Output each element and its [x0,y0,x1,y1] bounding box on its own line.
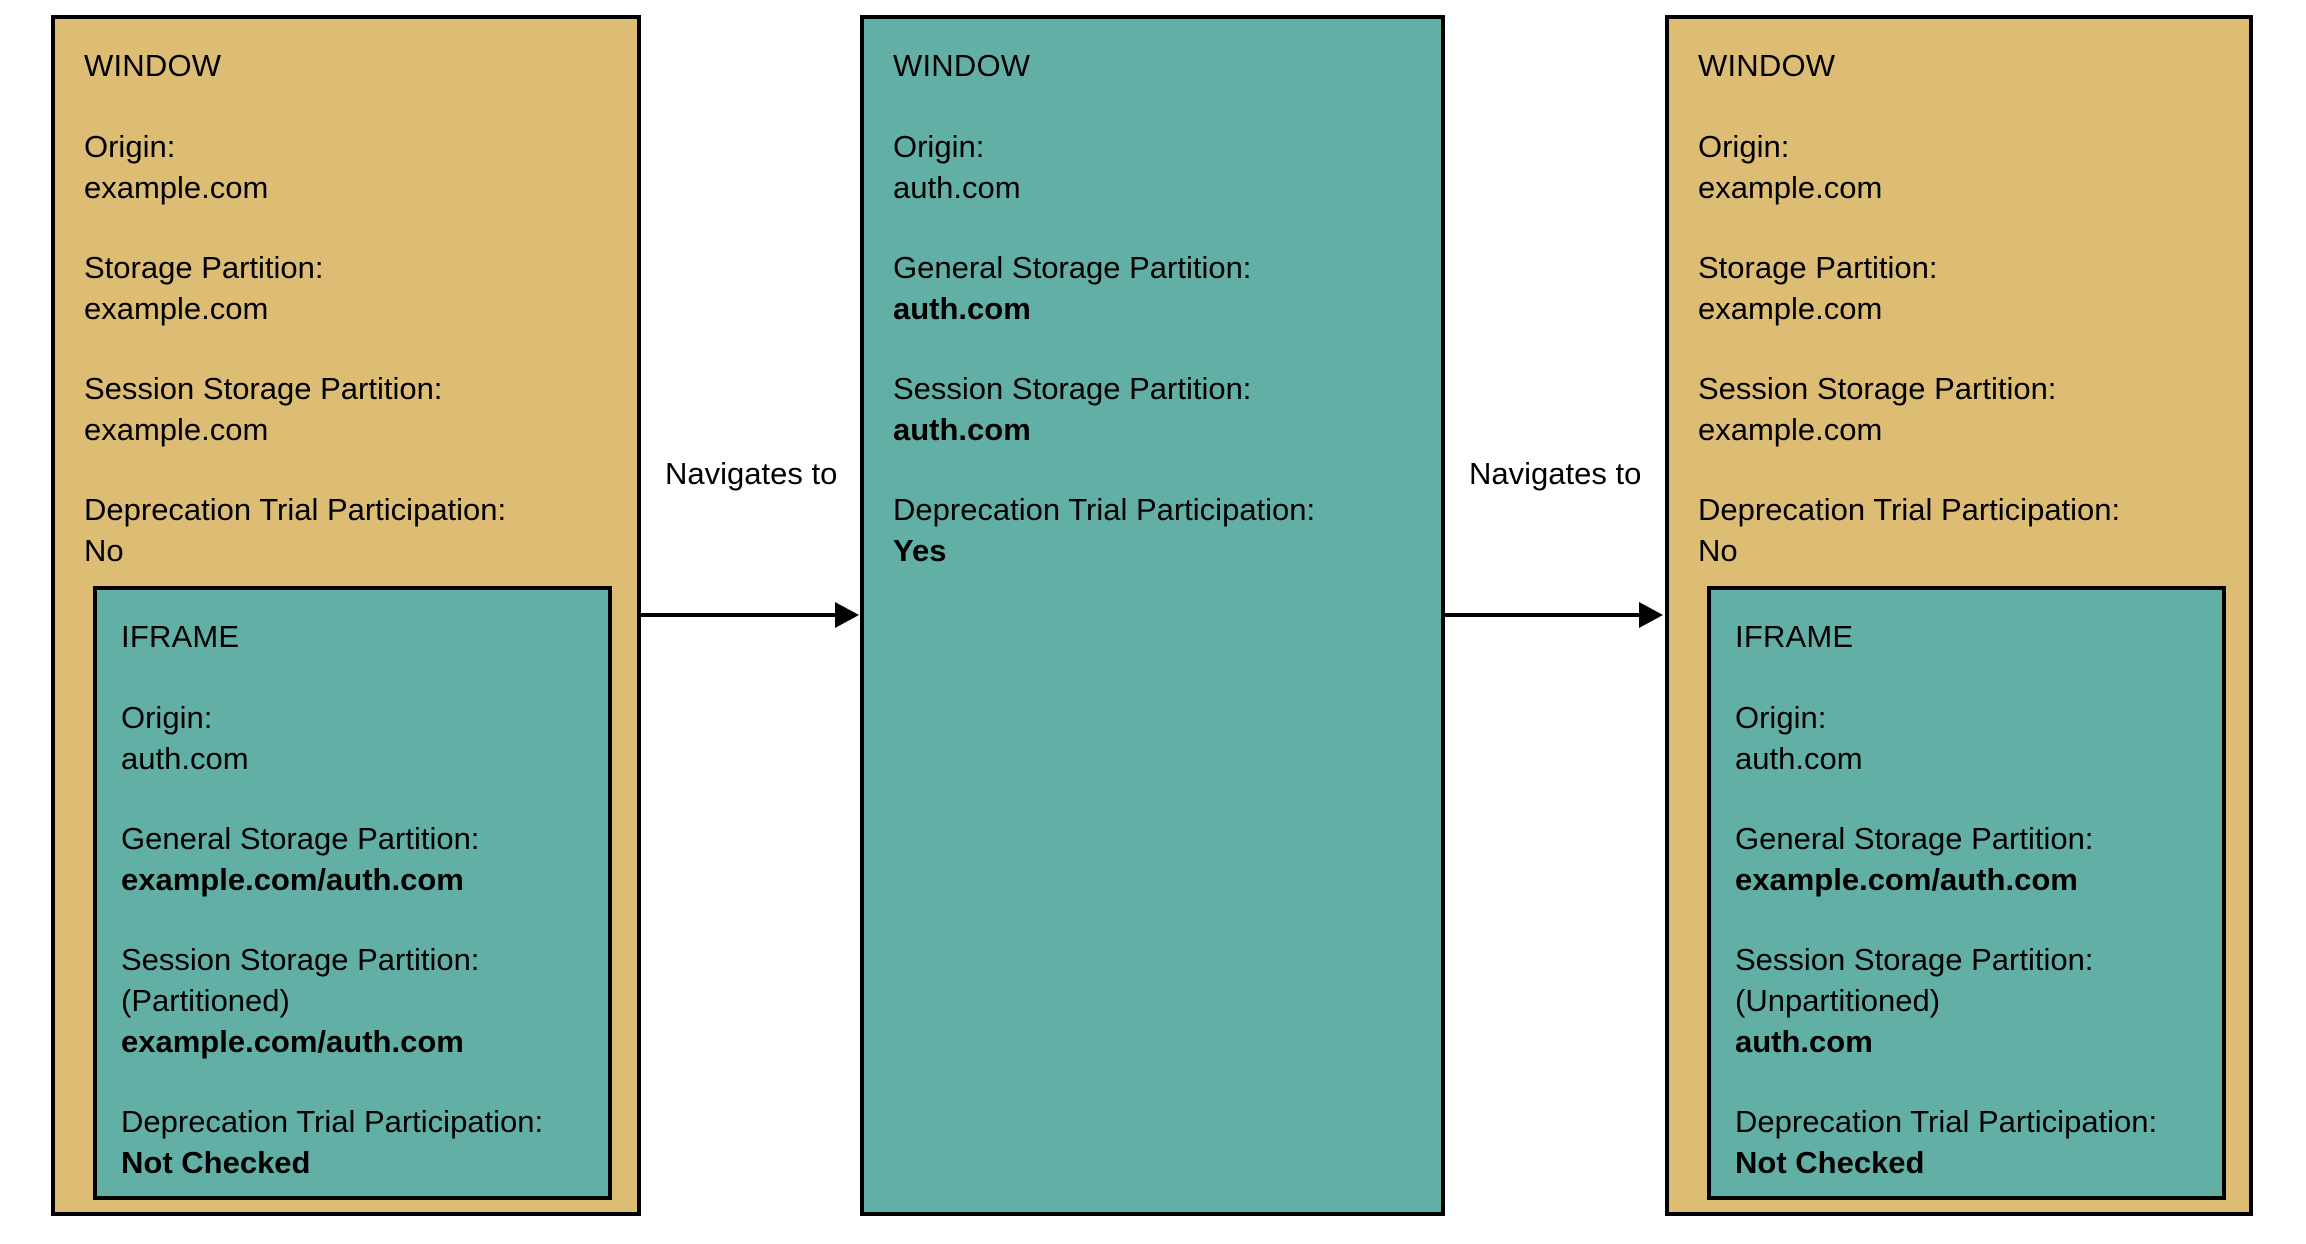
box-type-label: WINDOW [84,48,222,83]
field-label: Session Storage Partition: [121,942,480,977]
field-value: No [84,533,124,568]
field-label: General Storage Partition: [1735,821,2094,856]
field-value: example.com [1698,170,1883,205]
iframe-box-1: IFRAME Origin: auth.com General Storage … [93,586,612,1200]
field-deprecation-trial-participation: Deprecation Trial Participation: No [84,489,506,571]
iframe-box-3: IFRAME Origin: auth.com General Storage … [1707,586,2226,1200]
field-session-storage-partition: Session Storage Partition: (Partitioned)… [121,939,543,1062]
field-value: auth.com [121,741,249,776]
field-value: Yes [893,533,947,568]
field-session-storage-partition: Session Storage Partition: example.com [1698,368,2120,450]
arrow-1-label: Navigates to [665,456,838,491]
box-type-label: IFRAME [1735,619,1854,654]
box-type-label: WINDOW [1698,48,1836,83]
field-storage-partition: Storage Partition: example.com [1698,247,2120,329]
field-value: example.com [1698,412,1883,447]
field-label: Origin: [1735,700,1827,735]
field-value: auth.com [893,412,1031,447]
field-storage-partition: Storage Partition: example.com [84,247,506,329]
arrow-2-line [1445,613,1643,617]
field-value: example.com [1698,291,1883,326]
window-panel-2: WINDOW Origin: auth.com General Storage … [860,15,1445,1216]
field-label: General Storage Partition: [893,250,1252,285]
field-value: example.com [84,170,269,205]
field-sublabel: (Partitioned) [121,983,290,1018]
field-origin: Origin: auth.com [121,697,543,779]
field-label: General Storage Partition: [121,821,480,856]
field-value: example.com/auth.com [1735,862,2078,897]
field-value: example.com [84,412,269,447]
field-value: No [1698,533,1738,568]
arrow-2-head-icon [1639,602,1663,628]
window-panel-1: WINDOW Origin: example.com Storage Parti… [51,15,641,1216]
field-value: Not Checked [121,1145,311,1180]
field-label: Session Storage Partition: [893,371,1252,406]
field-label: Deprecation Trial Participation: [121,1104,544,1139]
field-value: example.com [84,291,269,326]
field-label: Deprecation Trial Participation: [84,492,507,527]
field-label: Origin: [893,129,985,164]
field-origin: Origin: auth.com [893,126,1315,208]
field-origin: Origin: auth.com [1735,697,2157,779]
field-deprecation-trial-participation: Deprecation Trial Participation: Yes [893,489,1315,571]
field-label: Origin: [121,700,213,735]
field-value: example.com/auth.com [121,862,464,897]
field-label: Deprecation Trial Participation: [893,492,1316,527]
window-1-fields: WINDOW Origin: example.com Storage Parti… [84,45,506,571]
field-deprecation-trial-participation: Deprecation Trial Participation: Not Che… [1735,1101,2157,1183]
window-panel-3: WINDOW Origin: example.com Storage Parti… [1665,15,2253,1216]
field-label: Storage Partition: [84,250,324,285]
arrow-2-label: Navigates to [1469,456,1642,491]
field-session-storage-partition: Session Storage Partition: auth.com [893,368,1315,450]
field-general-storage-partition: General Storage Partition: example.com/a… [1735,818,2157,900]
field-label: Session Storage Partition: [1698,371,2057,406]
field-value: auth.com [893,170,1021,205]
field-general-storage-partition: General Storage Partition: example.com/a… [121,818,543,900]
arrow-1-line [641,613,839,617]
field-origin: Origin: example.com [84,126,506,208]
field-label: Deprecation Trial Participation: [1735,1104,2158,1139]
field-origin: Origin: example.com [1698,126,2120,208]
field-label: Session Storage Partition: [84,371,443,406]
field-label: Origin: [84,129,176,164]
field-deprecation-trial-participation: Deprecation Trial Participation: No [1698,489,2120,571]
field-value: auth.com [893,291,1031,326]
iframe-1-fields: IFRAME Origin: auth.com General Storage … [121,616,543,1183]
field-label: Deprecation Trial Participation: [1698,492,2121,527]
iframe-3-fields: IFRAME Origin: auth.com General Storage … [1735,616,2157,1183]
arrow-1-head-icon [835,602,859,628]
field-label: Origin: [1698,129,1790,164]
field-label: Storage Partition: [1698,250,1938,285]
field-deprecation-trial-participation: Deprecation Trial Participation: Not Che… [121,1101,543,1183]
field-general-storage-partition: General Storage Partition: auth.com [893,247,1315,329]
field-value: example.com/auth.com [121,1024,464,1059]
window-3-fields: WINDOW Origin: example.com Storage Parti… [1698,45,2120,571]
field-label: Session Storage Partition: [1735,942,2094,977]
window-2-fields: WINDOW Origin: auth.com General Storage … [893,45,1315,571]
field-value: auth.com [1735,741,1863,776]
field-session-storage-partition: Session Storage Partition: example.com [84,368,506,450]
box-type-label: IFRAME [121,619,240,654]
field-value: auth.com [1735,1024,1873,1059]
field-session-storage-partition: Session Storage Partition: (Unpartitione… [1735,939,2157,1062]
box-type-label: WINDOW [893,48,1031,83]
field-sublabel: (Unpartitioned) [1735,983,1941,1018]
field-value: Not Checked [1735,1145,1925,1180]
